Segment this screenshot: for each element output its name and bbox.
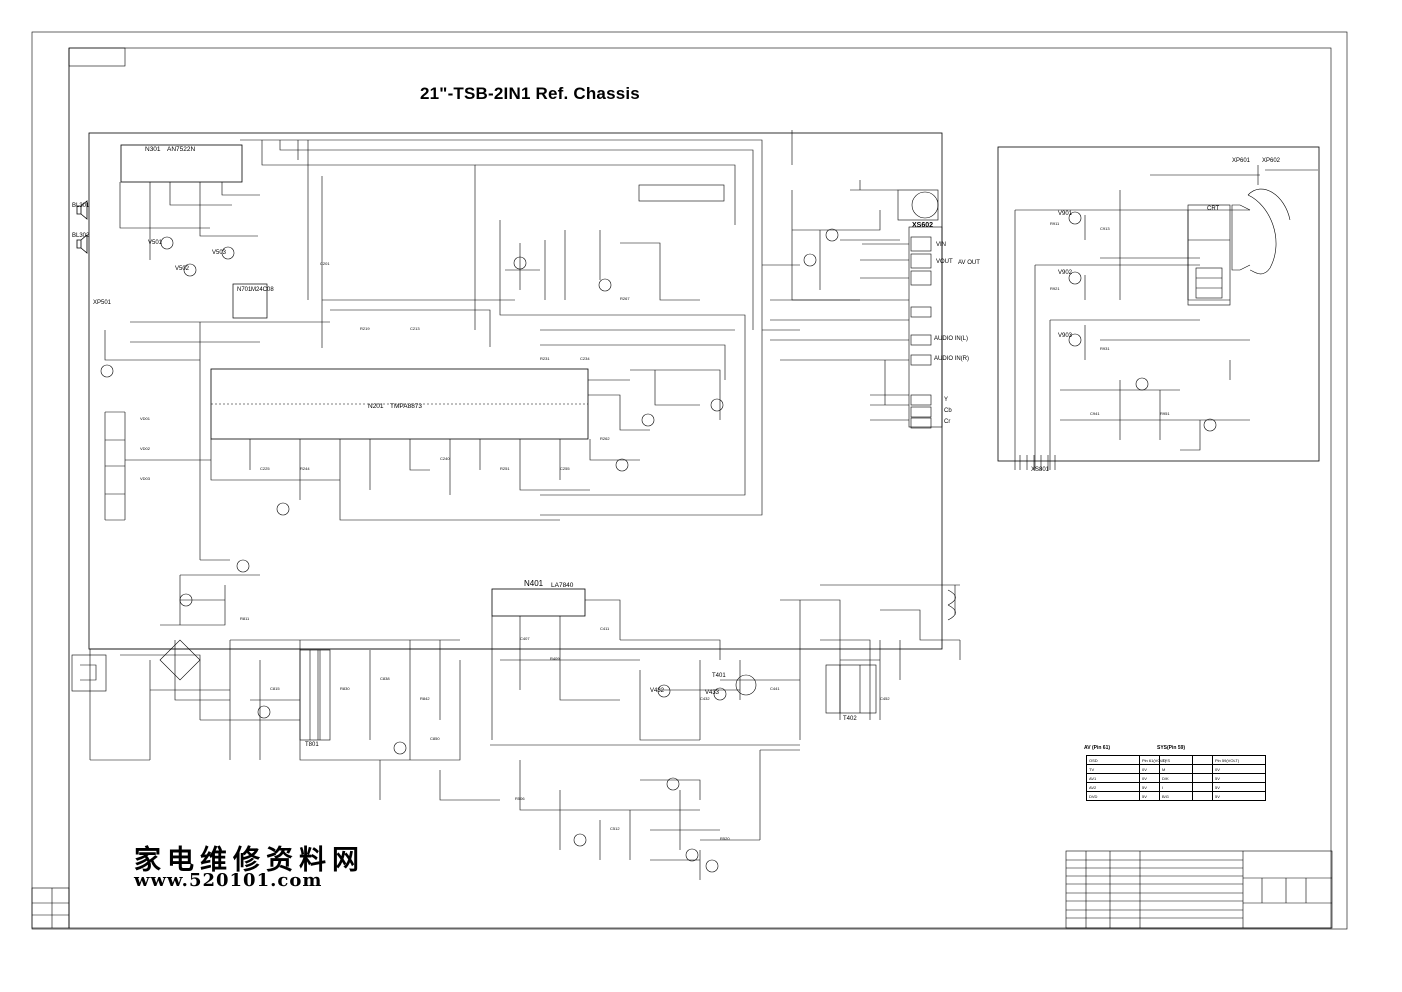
svg-text:R506: R506 [515,796,525,801]
xs801-label: XS801 [1031,467,1050,473]
cr-label: Cr [944,419,951,425]
bl302-label: BL302 [72,233,90,239]
svg-text:C240: C240 [440,456,450,461]
cb-label: Cb [944,408,952,414]
main-board-outline [88,132,943,650]
n201-part: TMPA8873 [390,403,423,410]
bl301-label: BL301 [72,203,90,209]
v902-label: V902 [1058,270,1073,276]
sys-cell: M [1159,764,1213,774]
svg-text:C213: C213 [410,326,420,331]
sys-cell: D/K [1159,773,1213,783]
n701-part: M24C08 [251,287,274,293]
sys-table-title: SYS(Pin 59) [1157,745,1186,751]
svg-text:R931: R931 [1100,346,1110,351]
svg-text:VD02: VD02 [140,446,151,451]
n301-part: AN7522N [167,146,196,153]
svg-text:C441: C441 [770,686,780,691]
v903-label: V903 [1058,333,1073,339]
svg-text:R911: R911 [1050,221,1060,226]
watermark-url: www.520101.com [134,870,323,891]
svg-text:C512: C512 [610,826,620,831]
svg-text:R219: R219 [360,326,370,331]
av-cell: DVD [1086,791,1140,801]
xp501-label: XP501 [93,300,112,306]
svg-text:R267: R267 [620,296,630,301]
svg-text:C913: C913 [1100,226,1110,231]
crt-board-outline [997,146,1320,462]
audio-in-r-label: AUDIO IN(R) [934,356,969,362]
svg-text:VD01: VD01 [140,416,151,421]
svg-text:R251: R251 [500,466,510,471]
n401-body [491,588,586,617]
vout-label: VOUT [936,259,953,265]
svg-text:R409: R409 [550,656,560,661]
sys-cell: I [1159,782,1213,792]
audio-in-l-label: AUDIO IN(L) [934,336,969,342]
svg-text:C411: C411 [600,626,610,631]
svg-text:C838: C838 [380,676,390,681]
outer-frame [31,31,1348,930]
svg-text:R231: R231 [540,356,550,361]
sys-cell: 5V [1212,773,1266,783]
xs602-label: XS602 [912,222,934,229]
y-label: Y [944,397,949,403]
sys-header-1: Pin 59(VOLT) [1212,755,1266,765]
svg-text:R830: R830 [340,686,350,691]
svg-text:C815: C815 [270,686,280,691]
svg-text:C201: C201 [320,261,330,266]
v432-label: V432 [650,688,665,694]
n201-ref: N201 [368,403,384,410]
svg-text:R921: R921 [1050,286,1060,291]
title-block [1065,850,1333,929]
svg-text:C452: C452 [880,696,890,701]
sys-cell: 0V [1212,764,1266,774]
sys-cell: B/G [1159,791,1213,801]
svg-text:R520: R520 [720,836,730,841]
n701-ref: N701 [237,287,252,293]
svg-text:R951: R951 [1160,411,1170,416]
av-cell: AV1 [1086,773,1140,783]
svg-text:C255: C255 [560,466,570,471]
xp602-label: XP602 [1262,158,1281,164]
av-table-title: AV (Pin 61) [1084,745,1111,751]
crt-label: CRT [1207,206,1220,212]
sys-cell: 5V [1212,782,1266,792]
t801-label: T801 [305,742,319,748]
n401-part: LA7840 [551,582,574,589]
n401-ref: N401 [524,579,544,588]
svg-text:R262: R262 [600,436,610,441]
v501-label: V501 [148,240,163,246]
sys-cell: 5V [1212,791,1266,801]
n301-ref: N301 [145,146,161,153]
svg-text:C941: C941 [1090,411,1100,416]
t401-label: T401 [712,673,726,679]
svg-text:R244: R244 [300,466,310,471]
av-out-label: AV OUT [958,260,980,266]
t402-label: T402 [843,716,857,722]
v503-label: V503 [212,250,227,256]
svg-text:C850: C850 [430,736,440,741]
xp601-label: XP601 [1232,158,1251,164]
svg-text:C407: C407 [520,636,530,641]
av-cell: AV2 [1086,782,1140,792]
svg-text:C225: C225 [260,466,270,471]
vin-label: VIN [936,242,947,248]
av-cell: TV [1086,764,1140,774]
watermark-chinese: 家电维修资料网 [134,845,365,876]
svg-text:C432: C432 [700,696,710,701]
svg-text:R842: R842 [420,696,430,701]
svg-text:VD03: VD03 [140,476,151,481]
svg-text:R811: R811 [240,616,250,621]
v502-label: V502 [175,266,190,272]
sys-header-0: SYS [1159,755,1213,765]
av-header-0: OSD [1086,755,1140,765]
svg-text:C234: C234 [580,356,590,361]
diagram-title: 21"-TSB-2IN1 Ref. Chassis [420,84,640,103]
v433-label: V433 [705,690,720,696]
n301-body [120,144,243,183]
v901-label: V901 [1058,211,1073,217]
